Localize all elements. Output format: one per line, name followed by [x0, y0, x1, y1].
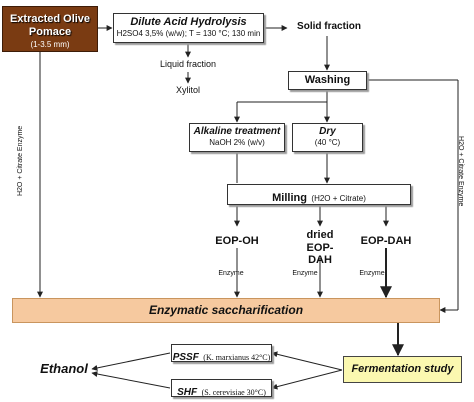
pssf-conditions: (K. marxianus 42°C) — [203, 353, 271, 362]
saccharification-title: Enzymatic saccharification — [148, 303, 304, 317]
liquid-fraction-label: Liquid fraction — [159, 59, 217, 69]
right-side-label: H2O + Citrate Enzyme — [457, 136, 465, 207]
saccharification-box: Enzymatic saccharification — [12, 298, 440, 323]
shf-box: SHF (S. cerevisiae 30°C) — [171, 379, 272, 398]
enzyme-label-1: Enzyme — [218, 270, 244, 277]
arrow-fermentation-pssf — [271, 351, 343, 371]
ethanol-label: Ethanol — [40, 361, 88, 376]
washing-box: Washing — [288, 71, 367, 90]
enzyme-label-2: Enzyme — [292, 270, 318, 277]
dried-eop-dah-label: dried EOP-DAH — [306, 229, 334, 267]
eop-dah-label: EOP-DAH — [360, 235, 412, 247]
alkaline-conditions: NaOH 2% (w/v) — [209, 137, 265, 147]
alkaline-title: Alkaline treatment — [193, 126, 281, 137]
shf-conditions: (S. cerevisiae 30°C) — [201, 388, 266, 397]
pomace-size: (1-3.5 mm) — [30, 40, 70, 50]
eop-oh-label: EOP-OH — [215, 235, 259, 247]
arrow-shf-ethanol — [91, 371, 171, 389]
hydrolysis-box: Dilute Acid Hydrolysis H2SO4 3,5% (w/w);… — [113, 13, 264, 43]
dry-conditions: (40 °C) — [314, 137, 341, 147]
milling-title: Milling — [272, 192, 307, 204]
shf-title: SHF — [177, 387, 198, 398]
pssf-title: PSSF — [172, 352, 199, 363]
hydrolysis-conditions: H2SO4 3,5% (w/w); T = 130 °C; 130 min — [116, 28, 261, 38]
fermentation-title: Fermentation study — [351, 363, 454, 375]
pssf-box: PSSF (K. marxianus 42°C) — [171, 344, 272, 363]
milling-conditions: (H2O + Citrate) — [311, 194, 366, 203]
alkaline-box: Alkaline treatment NaOH 2% (w/v) — [189, 123, 285, 152]
left-side-label: H2O + Citrate Enzyme — [16, 125, 24, 197]
xylitol-label: Xylitol — [175, 85, 200, 95]
arrow-fermentation-shf — [271, 369, 343, 390]
milling-box: Milling (H2O + Citrate) — [227, 184, 411, 205]
dry-box: Dry (40 °C) — [292, 123, 363, 152]
enzyme-label-3: Enzyme — [359, 270, 385, 277]
hydrolysis-title: Dilute Acid Hydrolysis — [130, 16, 247, 28]
arrow-pssf-ethanol — [91, 352, 171, 371]
pomace-box: Extracted Olive Pomace (1-3.5 mm) — [2, 6, 98, 52]
dry-title: Dry — [319, 126, 336, 137]
fermentation-box: Fermentation study — [343, 356, 462, 383]
pomace-title: Extracted Olive Pomace — [9, 13, 91, 38]
solid-fraction-label: Solid fraction — [297, 21, 361, 32]
